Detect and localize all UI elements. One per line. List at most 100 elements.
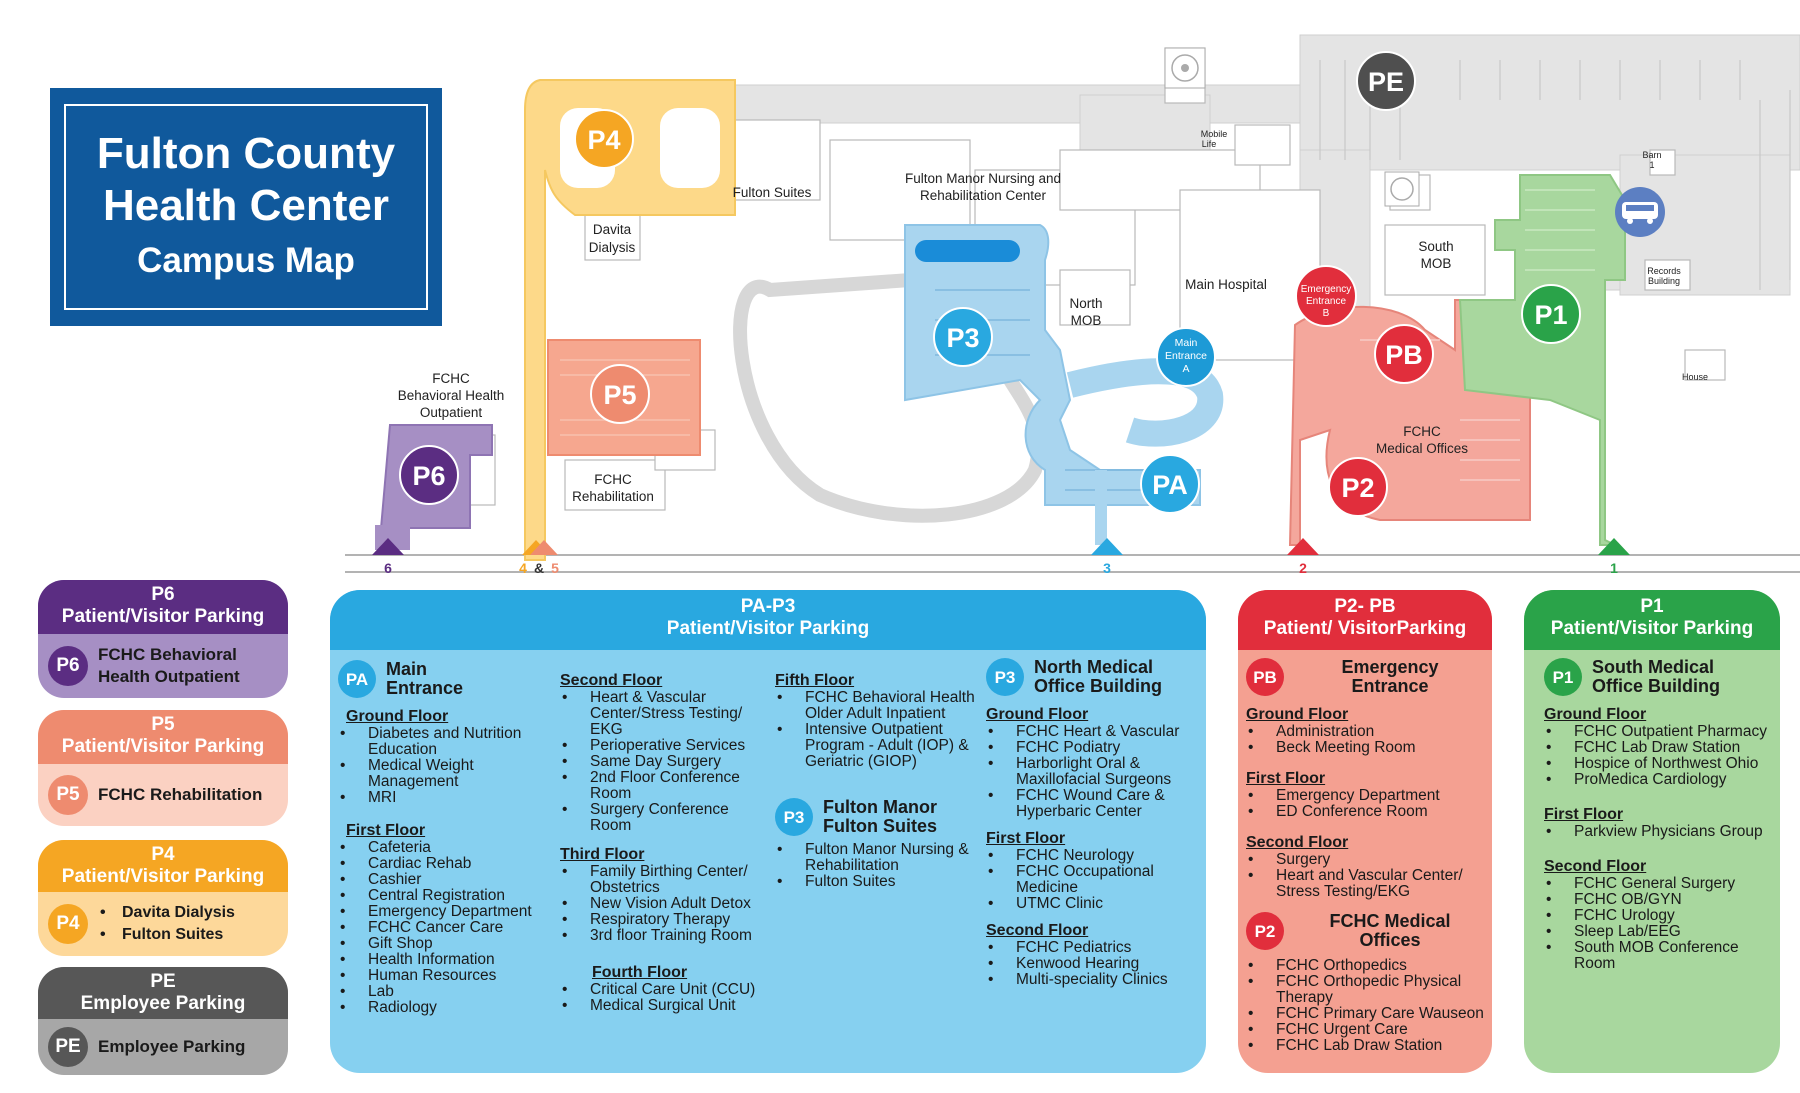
pa-north-second-title: Second Floor [986,922,1089,939]
list-item: Parkview Physicians Group [1544,824,1776,841]
pa-north-mob-title-2: Office Building [1034,676,1162,696]
list-item: FCHC Orthopedics [1246,958,1486,975]
list-item: Family Birthing Center/ Obstetrics [560,864,770,896]
panel-p2-type: Patient/ VisitorParking [1263,618,1467,639]
legend-p5-badge: P5 [48,775,88,815]
list-item: Beck Meeting Room [1246,740,1486,757]
label-mobile-life-2: Life [1202,139,1217,149]
pa-manor-title-2: Fulton Suites [823,816,937,836]
list-item: Heart and Vascular Center/ Stress Testin… [1246,868,1486,900]
label-north-mob-1: North [1069,296,1102,311]
p2-offices-title: P2 FCHC Medical Offices [1246,912,1486,950]
pa-main-entrance-title-1: Main [386,659,428,679]
map-badge-p4[interactable]: P4 [574,109,634,169]
list-item: Surgery Conference Room [560,802,770,834]
pa-fifth-title: Fifth Floor [775,672,855,689]
label-rehab-2: Rehabilitation [572,489,654,504]
label-manor-2: Rehabilitation Center [920,188,1047,203]
helipad-icon-2 [1384,171,1420,207]
pb-second-list: Surgery Heart and Vascular Center/ Stres… [1246,852,1486,900]
map-badge-pb[interactable]: PB [1374,324,1434,384]
label-fulton-suites: Fulton Suites [733,185,812,200]
map-badge-p5[interactable]: P5 [590,364,650,424]
p3-north-badge: P3 [986,658,1024,696]
pa-main-first-list: Cafeteria Cardiac Rehab Cashier Central … [338,840,548,1017]
pb-first-list: Emergency Department ED Conference Room [1246,788,1486,821]
p1-lot [1458,174,1626,546]
pa-fourth-list: Critical Care Unit (CCU) Medical Surgica… [560,982,770,1015]
p2-er-column: PB Emergency Entrance Ground Floor Admin… [1246,658,1486,1054]
list-item: Critical Care Unit (CCU) [560,982,770,999]
entrance-2: 2 [1299,560,1307,576]
list-item: Gift Shop [338,936,548,953]
p3-canopy [915,240,1020,262]
list-item: FCHC Primary Care Wauseon [1246,1006,1486,1023]
list-item: 2nd Floor Conference Room [560,770,770,802]
pa-main-ground-list: Diabetes and Nutrition Education Medical… [338,726,548,807]
label-house: House [1682,372,1708,382]
label-mobile-life-1: Mobile [1201,129,1228,139]
panel-p2-header: P2- PB Patient/ VisitorParking [1238,590,1492,650]
list-item: Central Registration [338,888,548,905]
list-item: Multi-speciality Clinics [986,972,1201,989]
entrance-4: 4 [519,560,527,576]
list-item: MRI [338,790,548,807]
list-item: FCHC Lab Draw Station [1544,740,1776,757]
p4-lot [524,79,736,561]
pb-title-text: Emergency Entrance [1294,658,1486,696]
list-item: Diabetes and Nutrition Education [338,726,548,758]
p3-manor-badge: P3 [775,798,813,836]
pa-north-mob-title-text: North Medical Office Building [1034,658,1162,696]
panel-p2-pb: P2- PB Patient/ VisitorParking PB Emerge… [1238,590,1492,1073]
list-item: Surgery [1246,852,1486,869]
list-item: FCHC Neurology [986,848,1201,865]
list-item: Cashier [338,872,548,889]
pb-badge: PB [1246,658,1284,696]
pa-north-second-list: FCHC Pediatrics Kenwood Hearing Multi-sp… [986,940,1201,989]
map-badge-pa[interactable]: PA [1140,454,1200,514]
panel-p2-code: P2- PB [1334,596,1396,617]
list-item: Kenwood Hearing [986,956,1201,973]
list-item: ProMedica Cardiology [1544,772,1776,789]
p2-offices-title-text: FCHC Medical Offices [1294,912,1486,950]
p1-stalls [1525,189,1595,271]
pa-entrance-drive [1095,470,1107,545]
svg-text:P4: P4 [587,125,620,155]
pa-north-first-title: First Floor [986,830,1066,847]
legend-p5: P5 Patient/Visitor Parking P5 FCHC Rehab… [38,710,288,826]
list-item: Human Resources [338,968,548,985]
main-entrance-label-1: Main [1175,337,1198,349]
legend-p5-type: Patient/Visitor Parking [61,736,265,757]
emergency-entrance-label-3: B [1323,308,1330,319]
panel-pa-code: PA-P3 [740,596,796,617]
pa-badge: PA [338,660,376,698]
list-item: ED Conference Room [1246,804,1486,821]
legend-p4-header: P4 Patient/Visitor Parking [38,840,288,892]
legend-p5-body: P5 FCHC Rehabilitation [38,764,288,826]
label-barn-1: Barn [1642,150,1661,160]
legend-p6-badge: P6 [48,646,88,686]
map-badge-pe[interactable]: PE [1356,51,1416,111]
map-badges: PE P4 P3 P5 P6 PA PB P2 P1 [399,51,1581,517]
list-item: Fulton Manor Nursing & Rehabilitation [775,842,985,874]
campus-map: Fulton Suites Davita Dialysis Fulton Man… [345,34,1800,576]
map-badge-p1[interactable]: P1 [1521,284,1581,344]
list-item: FCHC Outpatient Pharmacy [1544,724,1776,741]
panel-pa-type: Patient/Visitor Parking [666,618,870,639]
legend-p4-body: P4 Davita Dialysis Fulton Suites [38,892,288,956]
svg-text:P1: P1 [1534,300,1567,330]
entrance-5: 5 [551,560,559,576]
pa-manor-title-1: Fulton Manor [823,797,937,817]
pb-first-title: First Floor [1246,770,1326,787]
map-badge-p6[interactable]: P6 [399,445,459,505]
map-badge-p2[interactable]: P2 [1328,457,1388,517]
list-item: Emergency Department [1246,788,1486,805]
p2-offices-list: FCHC Orthopedics FCHC Orthopedic Physica… [1246,958,1486,1055]
p2-badge: P2 [1246,912,1284,950]
pa-north-mob-title-1: North Medical [1034,657,1154,677]
map-badge-p3[interactable]: P3 [933,307,993,367]
pa-manor-title-text: Fulton Manor Fulton Suites [823,798,937,836]
list-item: Harborlight Oral & Maxillofacial Surgeon… [986,756,1201,788]
label-behavioral-3: Outpatient [420,405,483,420]
label-south-mob-2: MOB [1421,256,1452,271]
